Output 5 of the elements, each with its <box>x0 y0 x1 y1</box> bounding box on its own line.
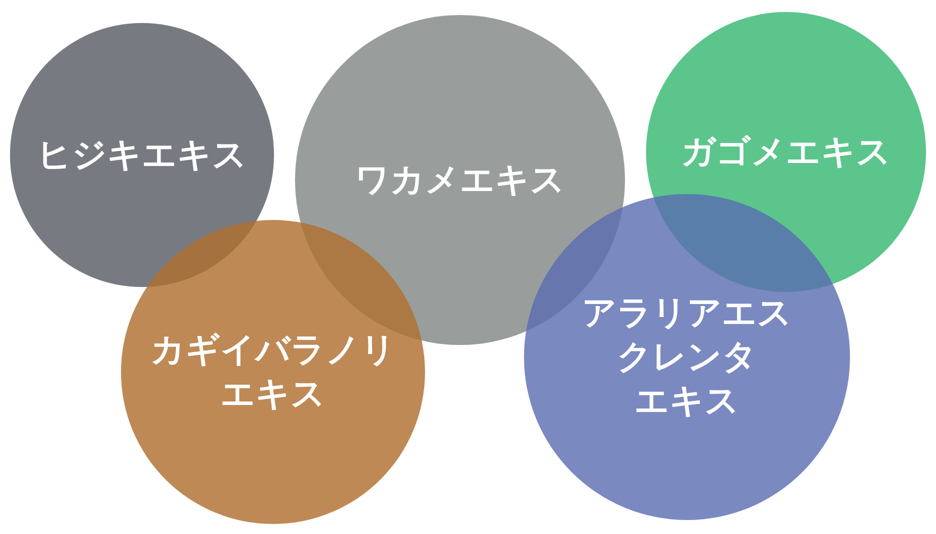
circle-label: カギイバラノリエキス <box>150 328 396 416</box>
circle-label: ヒジキエキス <box>37 134 247 177</box>
circle-label: ガゴメエキス <box>681 130 891 174</box>
circle-label: ワカメエキス <box>355 158 565 202</box>
circle-label: アラリアエスクレンタエキス <box>582 292 792 424</box>
